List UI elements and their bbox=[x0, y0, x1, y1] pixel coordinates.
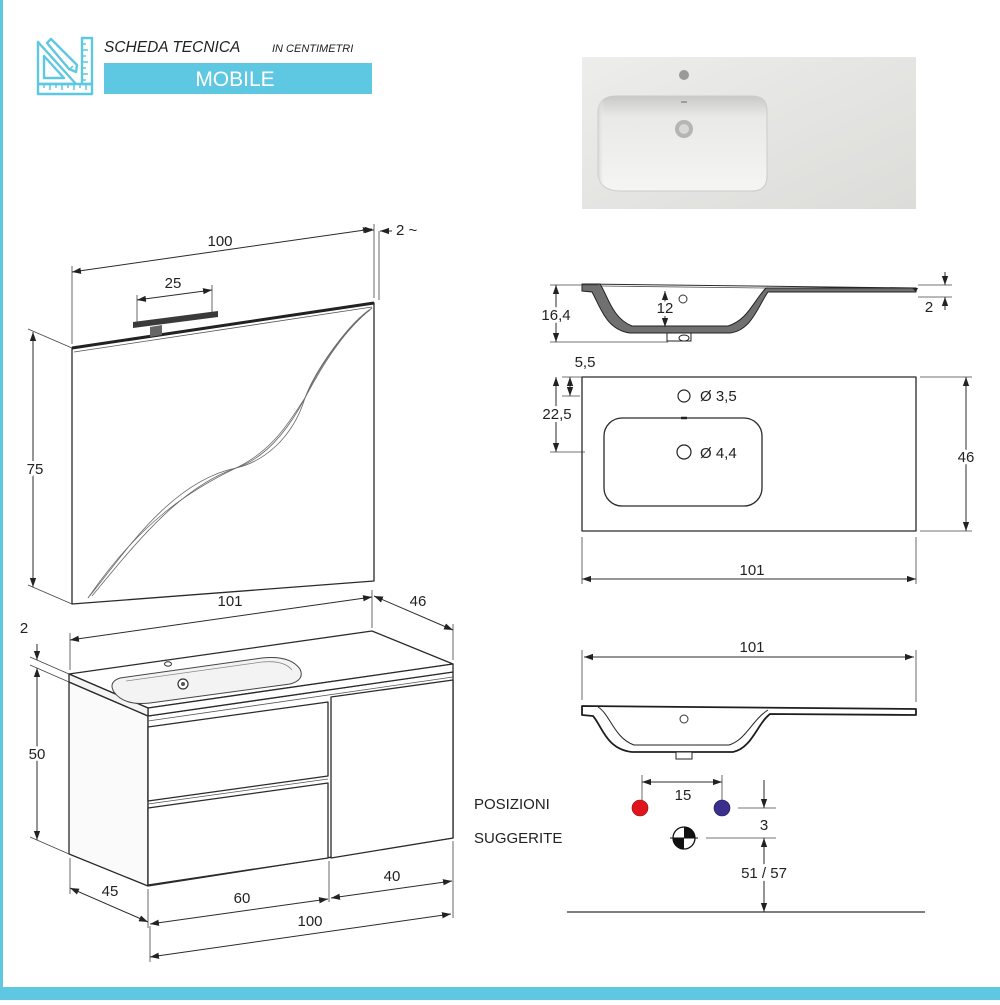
cabinet-door bbox=[330, 679, 454, 859]
mirror-lamp bbox=[133, 311, 218, 337]
basin-front-drawing bbox=[581, 705, 917, 760]
mirror-dimensions: 100 25 2 ~ 75 bbox=[24, 222, 418, 605]
drafting-icon bbox=[36, 36, 94, 96]
front-tap-hole bbox=[679, 714, 689, 724]
rim-thickness-label: 2 bbox=[925, 299, 933, 316]
mirror-drawing bbox=[71, 301, 375, 605]
integrated-basin bbox=[111, 657, 302, 704]
front-drain bbox=[675, 751, 693, 760]
mirror-width-label: 100 bbox=[207, 233, 232, 250]
section-banner bbox=[104, 63, 372, 94]
drain-diameter: Ø 4,4 bbox=[700, 445, 737, 462]
mirror-depth-label: 2 ~ bbox=[396, 222, 418, 239]
top-thickness-label: 2 bbox=[20, 620, 28, 637]
plan-depth-label: 46 bbox=[958, 449, 975, 466]
units-note: IN CENTIMETRI bbox=[272, 43, 353, 55]
drain-offset-label: 22,5 bbox=[542, 406, 571, 423]
basin-plan-dimensions: 46 101 5,5 22,5 bbox=[539, 354, 977, 584]
tap-hole bbox=[679, 70, 689, 80]
drain-height-label: 51 / 57 bbox=[741, 865, 787, 882]
drawer-width-label: 60 bbox=[234, 890, 251, 907]
basin-tap-hole bbox=[164, 661, 172, 667]
front-width-label: 101 bbox=[739, 639, 764, 656]
plan-tap-hole bbox=[677, 389, 691, 403]
side-depth-label: 45 bbox=[102, 883, 119, 900]
supply-spacing-label: 15 bbox=[675, 787, 692, 804]
cabinet-drawing bbox=[68, 630, 454, 887]
section-banner-label: MOBILE bbox=[195, 68, 274, 91]
tap-offset-label: 5,5 bbox=[575, 354, 596, 371]
basin-render bbox=[582, 57, 916, 209]
door-width-label: 40 bbox=[384, 868, 401, 885]
basin-plan-drawing: Ø 3,5 Ø 4,4 bbox=[581, 376, 917, 532]
plan-outline bbox=[581, 376, 917, 532]
hot-water-inlet bbox=[631, 799, 649, 817]
cabinet-dimensions: 101 46 2 50 45 60 40 100 bbox=[20, 590, 454, 962]
plumbing-label-line2: SUGGERITE bbox=[474, 830, 562, 847]
bottom-band bbox=[0, 987, 1000, 1000]
plan-width-label: 101 bbox=[739, 562, 764, 579]
basin-section-wall bbox=[581, 283, 917, 334]
basin-front-dimensions: 101 bbox=[581, 639, 917, 702]
bowl-depth-label: 12 bbox=[657, 300, 674, 317]
section-tap-hole bbox=[678, 294, 688, 304]
basin-section-dimensions: 16,4 12 2 bbox=[538, 272, 952, 343]
mirror-decoration bbox=[87, 307, 373, 599]
total-width-label: 100 bbox=[297, 913, 322, 930]
mirror-height-label: 75 bbox=[27, 461, 44, 478]
overflow-slot bbox=[681, 101, 687, 103]
cold-water-inlet bbox=[713, 799, 731, 817]
basin-section-drawing bbox=[581, 283, 918, 342]
plumbing-positions: POSIZIONI SUGGERITE 15 3 51 / 57 bbox=[474, 775, 925, 913]
top-width-label: 101 bbox=[217, 593, 242, 610]
cabinet-height-label: 50 bbox=[29, 746, 46, 763]
drawer-bottom bbox=[147, 782, 329, 886]
height-offset-label: 3 bbox=[760, 817, 768, 834]
top-depth-label: 46 bbox=[410, 593, 427, 610]
left-border bbox=[0, 0, 3, 1000]
plumbing-label-line1: POSIZIONI bbox=[474, 796, 550, 813]
section-height-label: 16,4 bbox=[541, 307, 570, 324]
lamp-width-label: 25 bbox=[165, 275, 182, 292]
cabinet-side bbox=[68, 681, 149, 887]
sheet-title: SCHEDA TECNICA bbox=[104, 39, 240, 56]
tap-hole-diameter: Ø 3,5 bbox=[700, 388, 737, 405]
drain-outlet-symbol bbox=[670, 826, 698, 850]
plan-drain bbox=[676, 444, 692, 460]
drawer-top bbox=[147, 701, 329, 802]
